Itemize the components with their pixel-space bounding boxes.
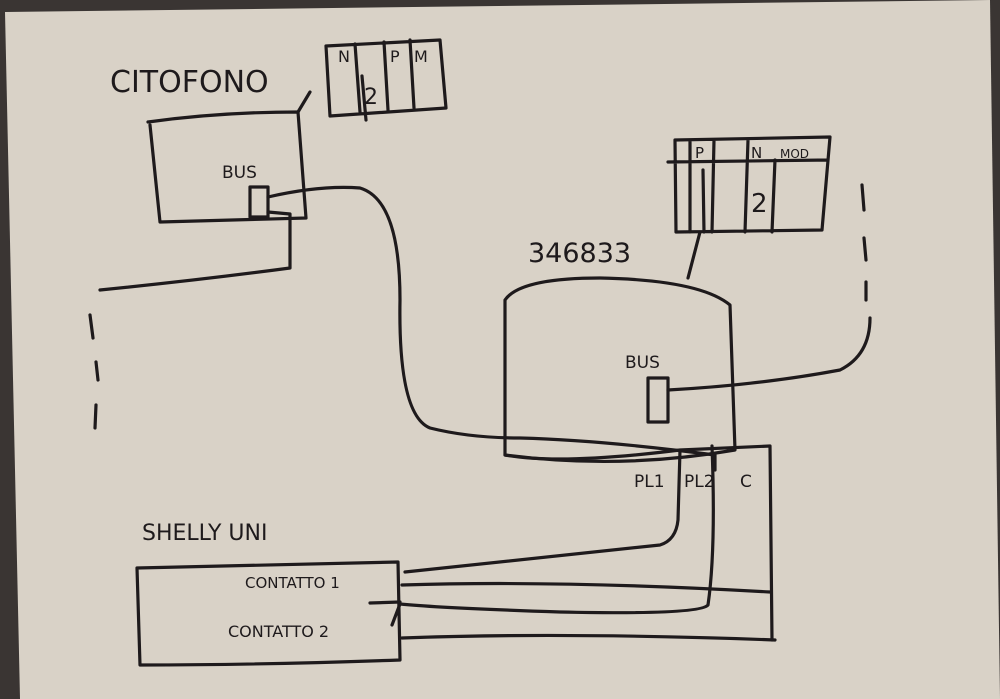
- intercom-bus-wire-out: [266, 185, 717, 472]
- intercom-bus-connector: [248, 185, 270, 219]
- intercom-dashed-continuation: [88, 313, 100, 430]
- shelly-contact1: CONTATTO 1: [245, 574, 340, 592]
- intercom-title: CITOFONO: [110, 65, 269, 100]
- output-pl1: PL1: [634, 472, 665, 492]
- intercom-terminal-n-value: 2: [364, 85, 378, 110]
- intercom-bus-wire-down: [98, 210, 292, 292]
- module-terminal-n: N: [751, 144, 762, 162]
- module-code: 346833: [528, 238, 631, 269]
- module-terminal-p: P: [695, 144, 704, 162]
- output-c: C: [740, 472, 752, 492]
- module-bus-connector: [646, 376, 670, 424]
- intercom-bus-label: BUS: [222, 163, 257, 183]
- contact1-common-wire: [400, 581, 772, 594]
- shelly-contact2: CONTATTO 2: [228, 622, 329, 641]
- module-terminal-n-value: 2: [751, 189, 768, 219]
- module-terminal-block: [666, 135, 832, 234]
- module-terminal-mod: MOD: [780, 147, 809, 161]
- intercom-terminal-n: N: [338, 47, 350, 66]
- shelly-separator: [368, 600, 402, 605]
- intercom-terminal-p: P: [390, 47, 400, 66]
- shelly-title: SHELLY UNI: [142, 521, 267, 546]
- intercom-pointer: [296, 90, 312, 114]
- module-pointer: [686, 230, 702, 280]
- module-bus-wire: [666, 316, 872, 392]
- output-pl2: PL2: [684, 472, 715, 492]
- paper-sheet: [5, 0, 1000, 699]
- intercom-terminal-m: M: [414, 47, 428, 66]
- intercom-terminal-block: [324, 38, 448, 122]
- output-terminal-block: [390, 444, 774, 642]
- shelly-box: [135, 560, 402, 667]
- module-bus-label: BUS: [625, 353, 660, 373]
- contact2-common-wire: [400, 633, 777, 642]
- module-dashed-continuation: [860, 183, 868, 302]
- module-box: [503, 276, 737, 464]
